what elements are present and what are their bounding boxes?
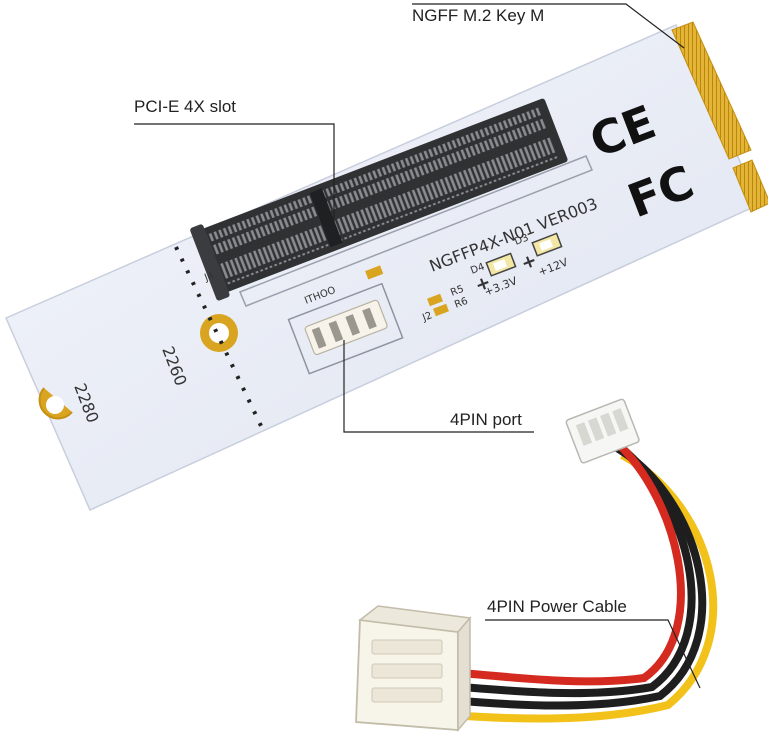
callout-pcie-4x-slot: PCI-E 4X slot bbox=[134, 97, 237, 116]
led-d4 bbox=[485, 252, 517, 277]
callout-4pin-port: 4PIN port bbox=[450, 410, 522, 429]
ref-r6: R6 bbox=[453, 296, 469, 311]
ref-j4: J4 bbox=[202, 270, 216, 284]
leader-pcie bbox=[134, 123, 335, 230]
leader-ngff bbox=[412, 3, 685, 49]
four-pin-header bbox=[287, 282, 404, 375]
callout-ngff-m2-key-m: NGFF M.2 Key M bbox=[412, 6, 545, 25]
plus-sign-d3: + bbox=[518, 250, 540, 275]
ref-d4: D4 bbox=[469, 261, 486, 276]
ref-j2: J2 bbox=[420, 310, 434, 324]
leader-4pin-cable bbox=[485, 619, 701, 689]
wire-black-a bbox=[449, 444, 707, 710]
ref-r5: R5 bbox=[449, 284, 465, 299]
ref-d3: D3 bbox=[513, 232, 530, 247]
mounting-notch-inner bbox=[46, 396, 64, 414]
screw-hole-2260-inner bbox=[209, 323, 229, 343]
wire-red bbox=[449, 430, 685, 686]
leader-4pin-port bbox=[343, 340, 534, 433]
wire-black-b bbox=[449, 437, 696, 698]
gold-fingers bbox=[671, 21, 768, 213]
wire-yellow-a bbox=[449, 451, 718, 723]
molex-connector bbox=[355, 605, 472, 733]
smd-components bbox=[365, 265, 449, 317]
callout-lines bbox=[134, 3, 701, 689]
slot-silkscreen bbox=[239, 155, 593, 307]
four-pin-power-cable bbox=[355, 398, 718, 733]
small-4pin-connector bbox=[565, 398, 640, 464]
pcie-slot bbox=[190, 98, 568, 301]
pcb-body bbox=[5, 24, 762, 511]
plus-sign-d4: + bbox=[472, 272, 494, 297]
m2-adapter-board: NGFFP4X-N01 VER003 2260 2280 J4 J2 R5 R6… bbox=[5, 21, 768, 511]
led-d3 bbox=[531, 232, 563, 257]
callout-4pin-power-cable: 4PIN Power Cable bbox=[487, 597, 627, 616]
